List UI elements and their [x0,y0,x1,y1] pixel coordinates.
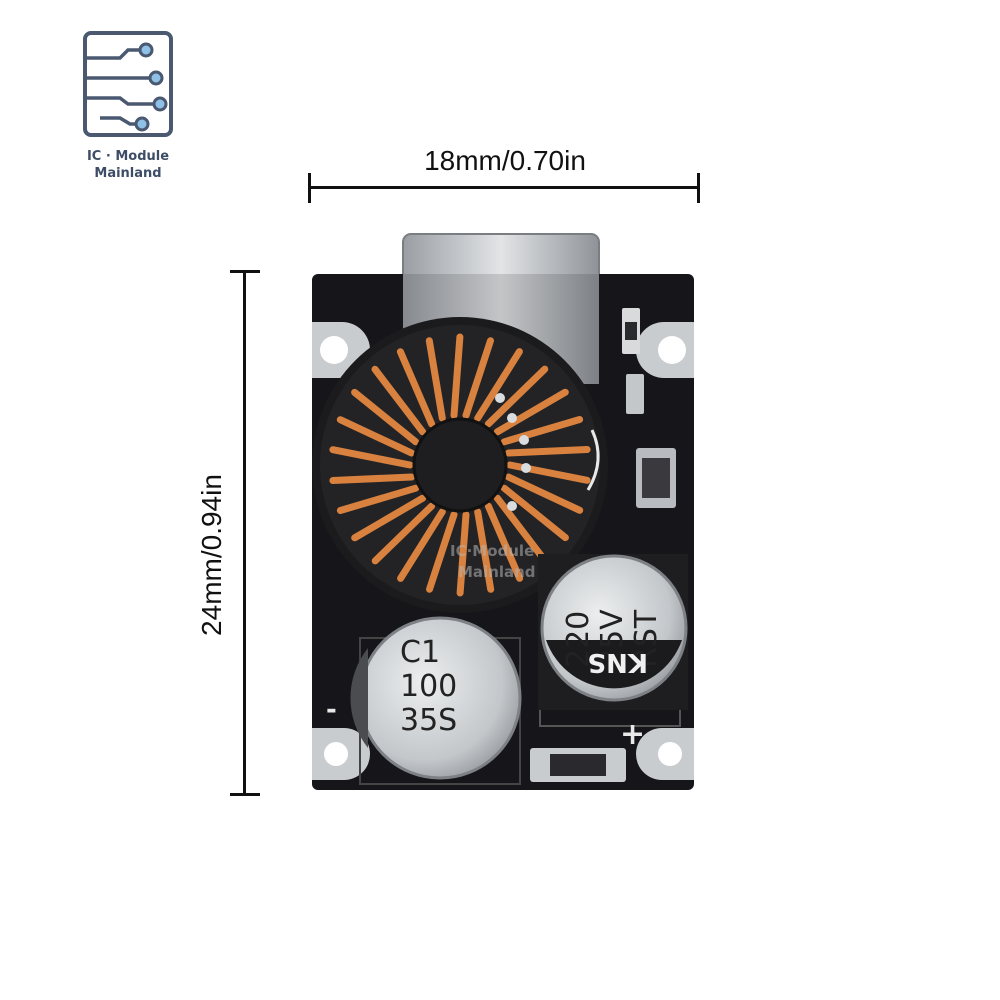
width-dimension-bar [308,170,700,204]
circuit-board-icon [83,31,173,137]
copper-winding [396,348,436,428]
copper-winding [484,365,549,428]
capacitor-right: 220 25V RST KNS [538,554,688,710]
width-dimension-cap-left [308,173,311,203]
capacitor-right-brand: KNS [587,647,648,677]
copper-winding [500,416,584,446]
copper-winding [397,508,446,582]
copper-winding [500,484,569,542]
capacitor-left-line2: 100 [400,669,457,704]
brand-logo: IC · Module Mainland [68,28,188,188]
capacitor-left-line3: 35S [400,703,457,738]
copper-winding [329,473,415,484]
copper-winding [426,511,458,593]
width-dimension-label: 18mm/0.70in [424,145,586,176]
capacitor-left: C1 100 35S [350,616,522,785]
copper-winding [493,388,569,436]
capacitor-right-line1: 220 [561,611,596,668]
pcb-module: IC·Module Mainland 220 25V RST KNS C1 10… [312,233,694,790]
copper-winding [450,333,464,419]
height-dimension-cap-bottom [230,793,260,796]
copper-winding [462,337,494,419]
logo-text: IC · Module Mainland [68,148,188,182]
height-dimension-bar [228,270,262,796]
width-dimension-cap-right [697,173,700,203]
copper-winding [329,446,414,469]
copper-winding [425,337,446,422]
copper-winding [336,484,420,514]
copper-winding [371,502,436,565]
copper-winding [371,365,427,436]
height-dimension-label: 24mm/0.94in [196,474,227,636]
smd-part-mid [626,374,644,414]
copper-winding [484,502,524,582]
logo-line2: Mainland [94,166,162,181]
copper-winding [351,494,427,542]
toroidal-inductor [312,317,608,613]
watermark-line1: IC·Module [450,542,534,560]
copper-winding [493,494,549,565]
capacitor-right-line2: 25V [595,609,630,668]
copper-winding [456,511,470,597]
copper-winding [336,416,415,457]
polarity-plus: + [620,717,645,752]
logo-line1: IC · Module [86,149,170,164]
copper-winding [351,388,420,446]
capacitor-left-line1: C1 [400,635,440,670]
watermark-line2: Mainland [458,563,536,581]
copper-winding [474,348,523,422]
copper-winding [474,508,495,593]
height-dimension-cap-top [230,270,260,273]
polarity-minus: - [326,695,337,725]
copper-winding [505,446,591,457]
height-dimension-line [243,270,246,796]
copper-winding [505,473,584,514]
width-dimension-line [308,186,700,189]
capacitor-right-line3: RST [629,609,664,668]
